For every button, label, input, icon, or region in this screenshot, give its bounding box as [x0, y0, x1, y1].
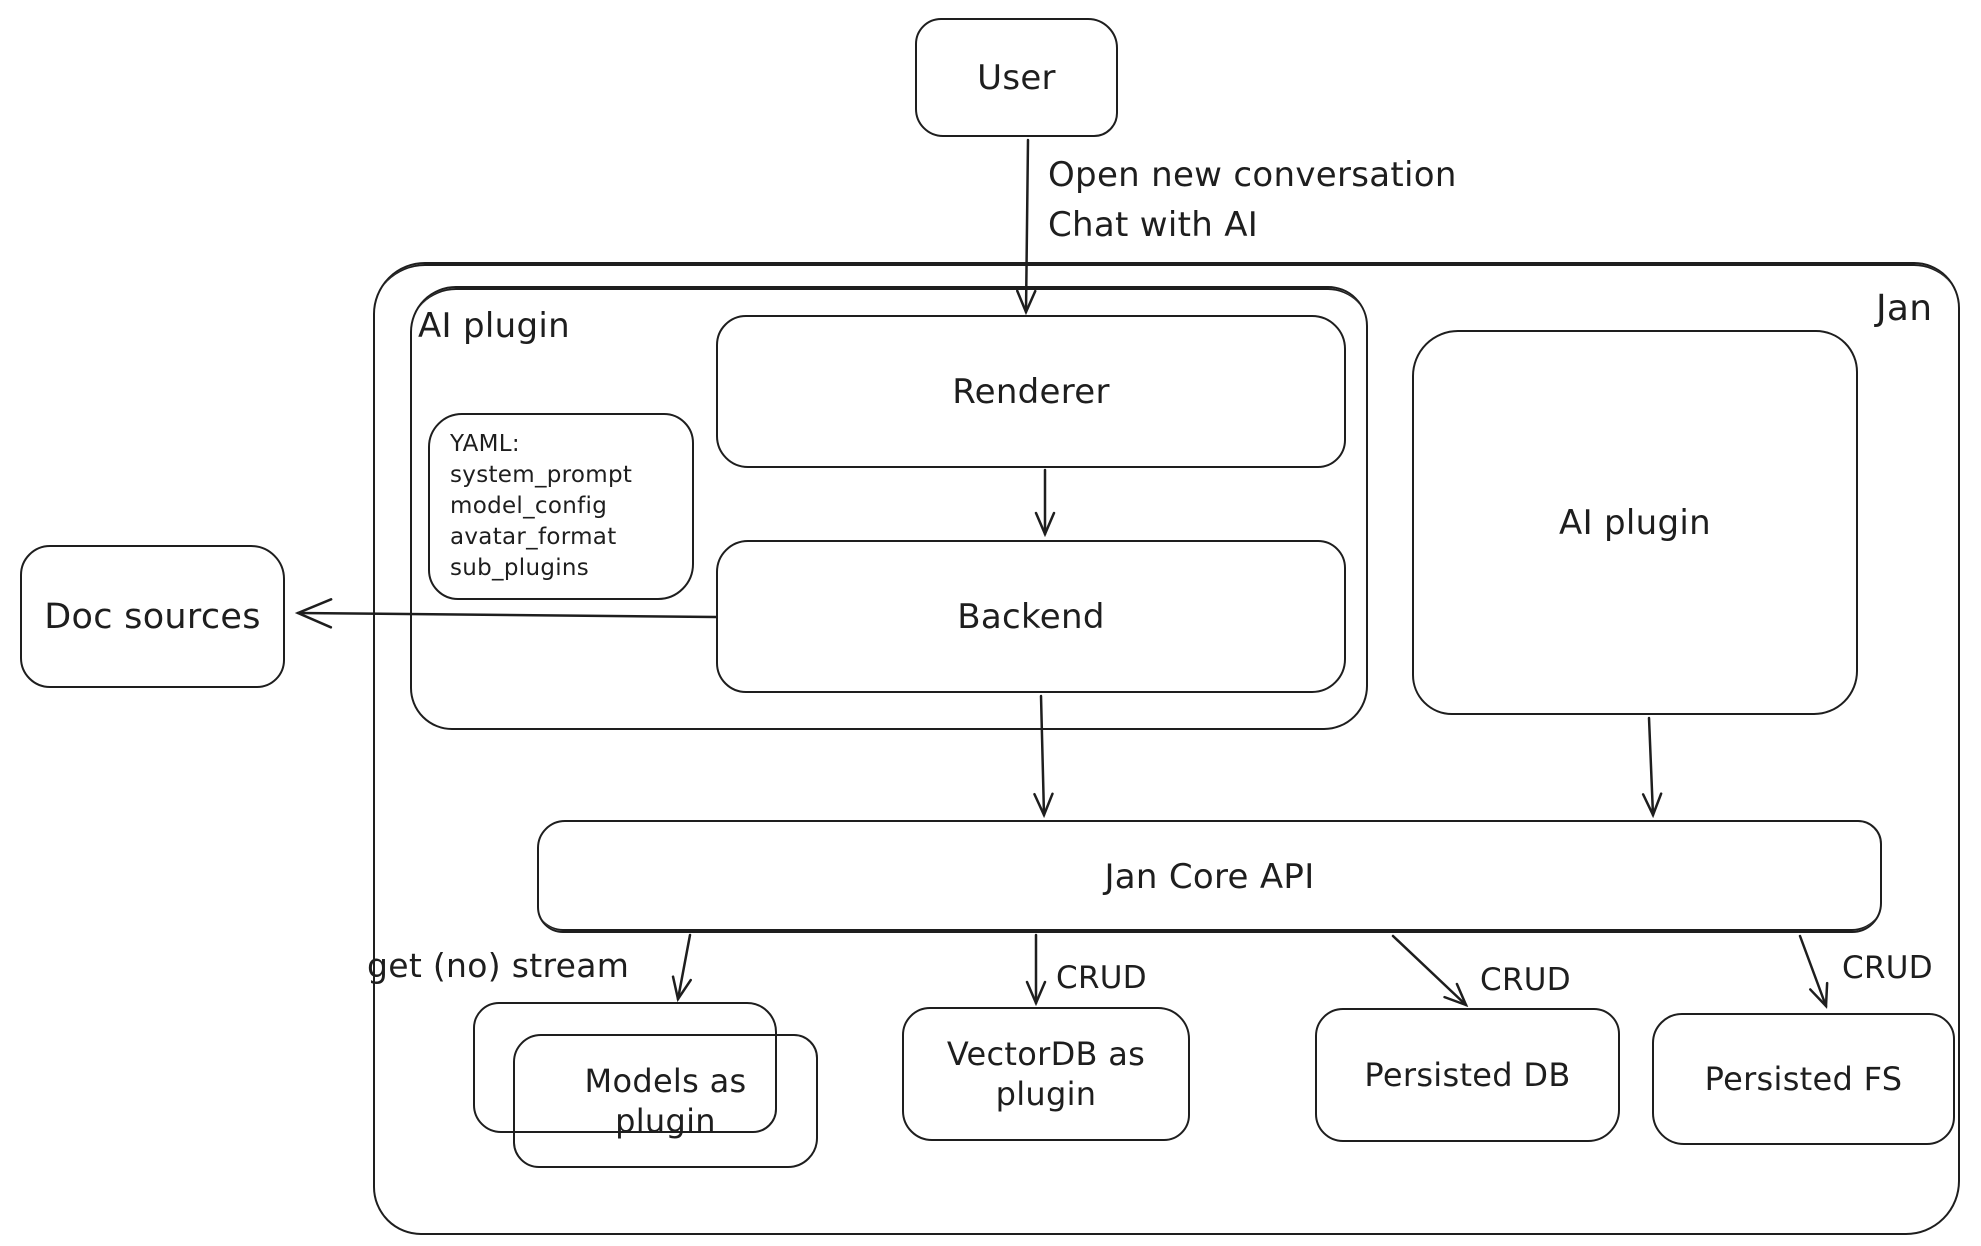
yaml-line: avatar_format [450, 524, 617, 550]
yaml-note-text: YAML: system_prompt model_config avatar_… [450, 429, 632, 584]
persisted-fs-node-label: Persisted FS [1704, 1060, 1903, 1098]
edge-label-get-no-stream: get (no) stream [367, 946, 630, 985]
edge-label-crud-persisted-db: CRUD [1480, 962, 1571, 998]
persisted-db-node-label: Persisted DB [1364, 1056, 1571, 1094]
renderer-node-label: Renderer [952, 371, 1110, 412]
edge-label-line: Open new conversation [1048, 155, 1457, 195]
edge-label-crud-persisted-fs: CRUD [1842, 950, 1933, 986]
yaml-line: YAML: [450, 431, 520, 457]
ai-plugin-group [410, 286, 1368, 730]
yaml-line: sub_plugins [450, 555, 590, 581]
jan-container-label: Jan [1876, 288, 1933, 329]
vectordb-node: VectorDB as plugin [902, 1007, 1190, 1141]
yaml-note: YAML: system_prompt model_config avatar_… [428, 413, 694, 600]
ai-plugin-node-label: AI plugin [1559, 502, 1711, 543]
vectordb-node-label: VectorDB as plugin [946, 1035, 1146, 1113]
edge-label-open-conversation: Open new conversation Chat with AI [1048, 150, 1457, 250]
doc-sources-node-label: Doc sources [44, 596, 261, 637]
models-as-plugin-label: Models as plugin [584, 1062, 747, 1140]
ai-plugin-group-label: AI plugin [418, 306, 570, 346]
models-as-plugin-node: Models as plugin [513, 1034, 818, 1168]
models-as-plugin-shadow-node [473, 1002, 777, 1133]
renderer-node: Renderer [716, 315, 1346, 468]
user-node: User [915, 18, 1118, 137]
yaml-line: model_config [450, 493, 608, 519]
edge-label-line: Chat with AI [1048, 205, 1259, 245]
doc-sources-node: Doc sources [20, 545, 285, 688]
persisted-fs-node: Persisted FS [1652, 1013, 1955, 1145]
edge-label-crud-vectordb: CRUD [1056, 960, 1147, 996]
jan-core-api-node-label: Jan Core API [1104, 856, 1315, 897]
jan-core-api-node: Jan Core API [537, 820, 1882, 933]
ai-plugin-node: AI plugin [1412, 330, 1858, 715]
jan-container [373, 262, 1960, 1235]
yaml-line: system_prompt [450, 462, 633, 488]
persisted-db-node: Persisted DB [1315, 1008, 1620, 1142]
backend-node-label: Backend [957, 596, 1105, 637]
backend-node: Backend [716, 540, 1346, 693]
user-node-label: User [977, 57, 1056, 98]
